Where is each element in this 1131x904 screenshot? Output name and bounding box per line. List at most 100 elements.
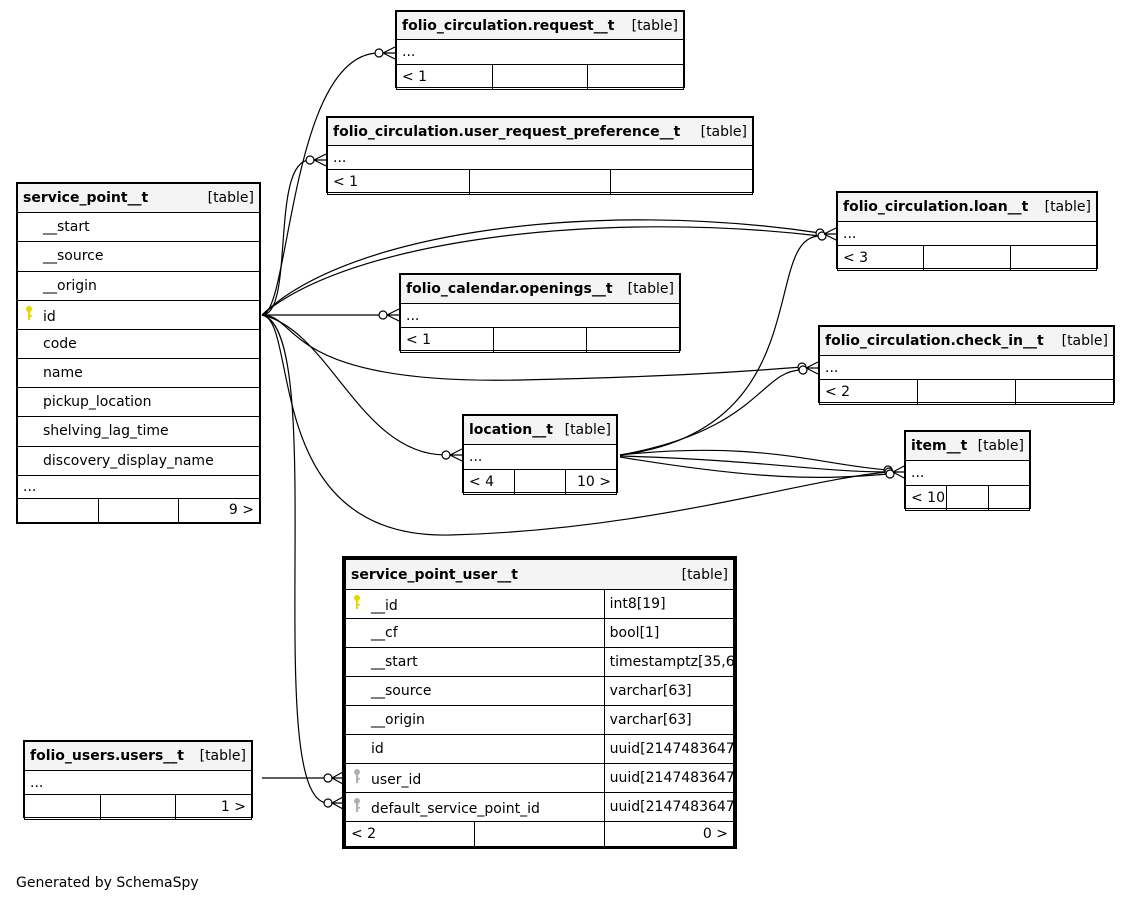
column-name: id bbox=[371, 741, 384, 757]
parent-count: < 1 bbox=[396, 64, 493, 90]
table-name: service_point_user__t bbox=[351, 566, 518, 583]
column-name: default_service_point_id bbox=[371, 801, 540, 817]
child-count bbox=[610, 169, 753, 195]
table-item[interactable]: item__t [table] ... < 10 bbox=[904, 430, 1031, 511]
crowsfoot-location bbox=[449, 448, 463, 462]
column-type: uuid[2147483647] bbox=[603, 734, 735, 764]
generated-by-label: Generated by SchemaSpy bbox=[16, 875, 199, 891]
column-name: pickup_location bbox=[43, 394, 152, 411]
column-row: __start bbox=[345, 647, 605, 677]
table-name: folio_users.users__t bbox=[30, 748, 184, 764]
child-count: 10 > bbox=[565, 469, 617, 495]
edge-service-point-loan-1 bbox=[261, 219, 821, 316]
foreign-key-icon bbox=[351, 797, 371, 817]
table-user-request-preference[interactable]: folio_circulation.user_request_preferenc… bbox=[326, 116, 754, 195]
column-name: __origin bbox=[371, 712, 425, 728]
row-count bbox=[474, 821, 605, 847]
table-type: [table] bbox=[564, 422, 611, 438]
column-row: __source bbox=[17, 241, 260, 272]
child-count: 1 > bbox=[175, 794, 252, 820]
column-row: user_id bbox=[345, 763, 605, 793]
table-name: location__t bbox=[469, 422, 553, 438]
parent-count bbox=[24, 794, 101, 820]
table-type: [table] bbox=[977, 438, 1024, 454]
column-type: bool[1] bbox=[603, 618, 735, 648]
row-count bbox=[917, 379, 1016, 405]
column-row: __source bbox=[345, 676, 605, 706]
table-type: [table] bbox=[207, 190, 254, 207]
table-name: folio_circulation.request__t bbox=[402, 17, 615, 34]
ellipsis-row: ... bbox=[327, 145, 753, 170]
column-row: id bbox=[345, 734, 605, 764]
cardinality-service-point-user-2 bbox=[323, 798, 333, 808]
table-name: folio_circulation.user_request_preferenc… bbox=[333, 123, 681, 140]
edge-service-point-request bbox=[261, 52, 380, 316]
child-count bbox=[587, 64, 684, 90]
edge-service-point-user-request-preference bbox=[261, 159, 311, 316]
column-name: __start bbox=[43, 219, 90, 236]
child-count bbox=[987, 485, 1031, 511]
table-name: folio_calendar.openings__t bbox=[406, 281, 613, 297]
edge-location-item-1 bbox=[619, 449, 889, 471]
column-name: code bbox=[43, 335, 77, 352]
child-count bbox=[1015, 379, 1114, 405]
cardinality-check-in-2 bbox=[798, 365, 808, 375]
row-count bbox=[99, 794, 177, 820]
column-name: __cf bbox=[371, 625, 398, 641]
ellipsis-row: ... bbox=[24, 770, 252, 795]
column-row: __cf bbox=[345, 618, 605, 648]
column-type: int8[19] bbox=[603, 589, 735, 619]
edge-location-item-3 bbox=[619, 456, 889, 478]
column-row: default_service_point_id bbox=[345, 792, 605, 822]
table-service-point[interactable]: service_point__t [table] __start __sourc… bbox=[16, 182, 261, 524]
primary-key-icon bbox=[23, 305, 43, 325]
child-count: 0 > bbox=[603, 821, 735, 847]
table-loan[interactable]: folio_circulation.loan__t [table] ... < … bbox=[836, 191, 1098, 271]
crowsfoot-service-point-user-1 bbox=[331, 771, 344, 785]
crowsfoot-user-request-preference bbox=[313, 153, 327, 167]
table-request[interactable]: folio_circulation.request__t [table] ...… bbox=[395, 10, 685, 90]
primary-key-icon bbox=[351, 594, 371, 614]
column-name: id bbox=[43, 308, 56, 325]
edge-location-check-in bbox=[619, 369, 803, 456]
column-name: __start bbox=[371, 654, 418, 670]
column-name: __id bbox=[371, 598, 398, 614]
table-location[interactable]: location__t [table] ... < 4 10 > bbox=[462, 414, 618, 495]
ellipsis-row: ... bbox=[17, 474, 260, 499]
parent-count: < 3 bbox=[836, 245, 925, 271]
column-name: __source bbox=[43, 248, 104, 265]
edge-service-point-location bbox=[261, 314, 447, 456]
crowsfoot-check-in bbox=[805, 361, 819, 375]
table-type: [table] bbox=[627, 281, 674, 297]
column-name: shelving_lag_time bbox=[43, 423, 169, 440]
column-type: varchar[63] bbox=[603, 676, 735, 706]
row-count bbox=[514, 469, 566, 495]
cardinality-location bbox=[441, 450, 451, 460]
parent-count: < 2 bbox=[344, 821, 476, 847]
column-name: __origin bbox=[43, 277, 97, 294]
ellipsis-row: ... bbox=[396, 39, 684, 65]
column-name: user_id bbox=[371, 772, 422, 788]
ellipsis-row: ... bbox=[463, 444, 617, 470]
table-type: [table] bbox=[631, 17, 678, 34]
column-type: uuid[2147483647] bbox=[603, 763, 735, 793]
child-count: 9 > bbox=[178, 497, 260, 524]
row-count bbox=[493, 327, 587, 353]
table-users[interactable]: folio_users.users__t [table] ... 1 > bbox=[23, 740, 253, 820]
table-name: service_point__t bbox=[23, 190, 149, 207]
column-name: discovery_display_name bbox=[43, 452, 214, 469]
column-row: pickup_location bbox=[17, 387, 260, 418]
ellipsis-row: ... bbox=[837, 221, 1097, 246]
table-service-point-user[interactable]: service_point_user__t [table] __id int8[… bbox=[342, 556, 737, 849]
crowsfoot-item bbox=[892, 465, 905, 479]
column-row: __id bbox=[345, 589, 605, 619]
table-type: [table] bbox=[199, 748, 246, 764]
column-type: varchar[63] bbox=[603, 705, 735, 735]
child-count bbox=[586, 327, 680, 353]
crowsfoot-openings bbox=[386, 308, 400, 322]
table-openings[interactable]: folio_calendar.openings__t [table] ... <… bbox=[399, 273, 681, 353]
parent-count: < 10 bbox=[904, 485, 948, 511]
table-check-in[interactable]: folio_circulation.check_in__t [table] ..… bbox=[818, 325, 1115, 405]
crowsfoot-request bbox=[382, 46, 396, 60]
